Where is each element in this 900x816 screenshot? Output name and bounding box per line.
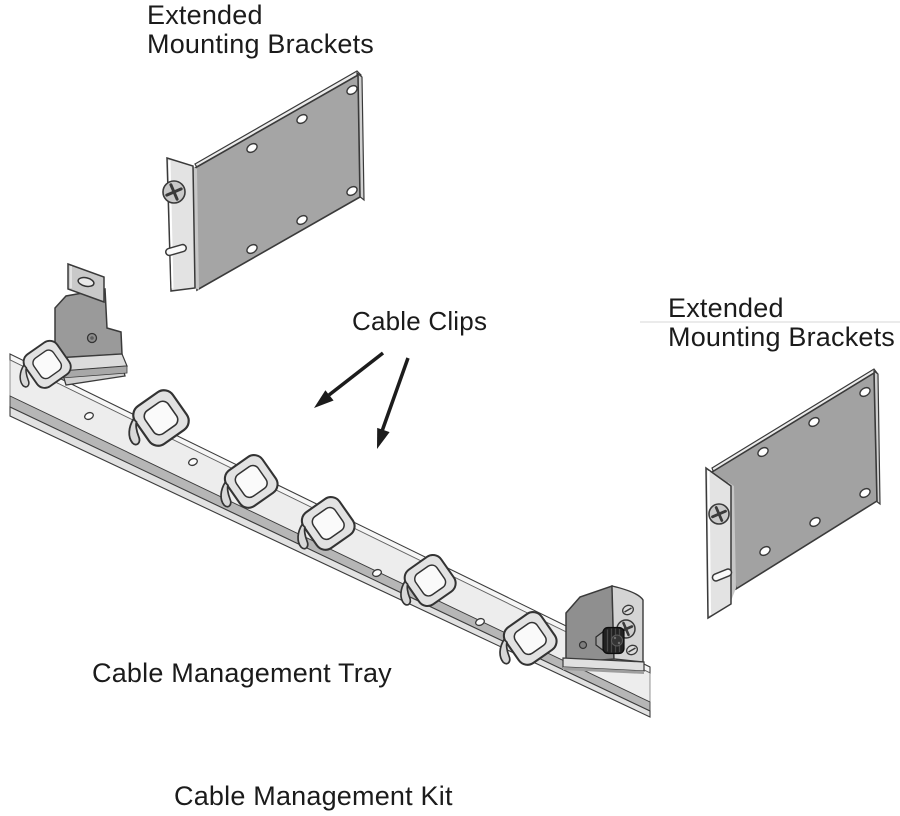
plate-face	[711, 371, 878, 591]
tray-front-lip	[9, 406, 651, 718]
right-end-bracket-foot-shadow	[563, 667, 644, 674]
phillips-screw	[162, 180, 186, 204]
left-bracket-face	[54, 288, 123, 359]
flange-edge-highlight	[707, 470, 711, 616]
label-cable-management-tray: Cable Management Tray	[92, 658, 392, 688]
plate-hole	[859, 487, 871, 499]
flange-slot	[165, 243, 187, 257]
phillips-screw	[708, 503, 730, 525]
plate-hole	[296, 214, 308, 226]
cable-clips-arrows	[314, 351, 410, 449]
plate-hole	[296, 113, 308, 125]
scan-artifact-line	[640, 321, 900, 323]
tray-hole	[84, 411, 94, 421]
plate-hole	[346, 84, 358, 96]
thumbscrew-face	[611, 634, 623, 647]
label-extended-mounting-brackets-top: Extended Mounting Brackets	[147, 0, 375, 59]
tray-hole	[188, 457, 198, 467]
plate-hole	[346, 185, 358, 197]
extended-mounting-bracket-right	[705, 368, 881, 620]
plate-hole	[809, 516, 821, 528]
tray-hole	[475, 617, 485, 627]
arrow-left-head	[314, 390, 334, 408]
tab-oval-hole	[77, 276, 95, 288]
plate-hole	[757, 446, 769, 458]
flange-slot	[711, 568, 733, 582]
screw-slot	[624, 607, 632, 613]
thumbscrew	[595, 626, 625, 655]
extended-mounting-bracket-top	[162, 70, 365, 292]
arrow-left-shaft	[327, 351, 385, 397]
screw-slot	[628, 647, 636, 653]
plate-hole	[246, 243, 258, 255]
figure-caption: Cable Management Kit	[174, 781, 453, 811]
arrow-right-head	[377, 427, 390, 449]
plate-hole	[759, 545, 771, 557]
tray-right-end-bracket	[562, 584, 645, 674]
label-cable-clips: Cable Clips	[352, 306, 488, 336]
label-extended-mounting-brackets-right: Extended Mounting Brackets	[668, 293, 896, 352]
plate-hole	[808, 416, 820, 428]
plate-hole	[246, 142, 258, 154]
tray-hole	[372, 568, 382, 578]
right-bracket-rivet	[578, 640, 588, 650]
arrow-right-shaft	[379, 357, 410, 435]
rivet-center	[90, 336, 94, 340]
plate-face	[194, 73, 361, 292]
plate-hole	[859, 386, 871, 398]
